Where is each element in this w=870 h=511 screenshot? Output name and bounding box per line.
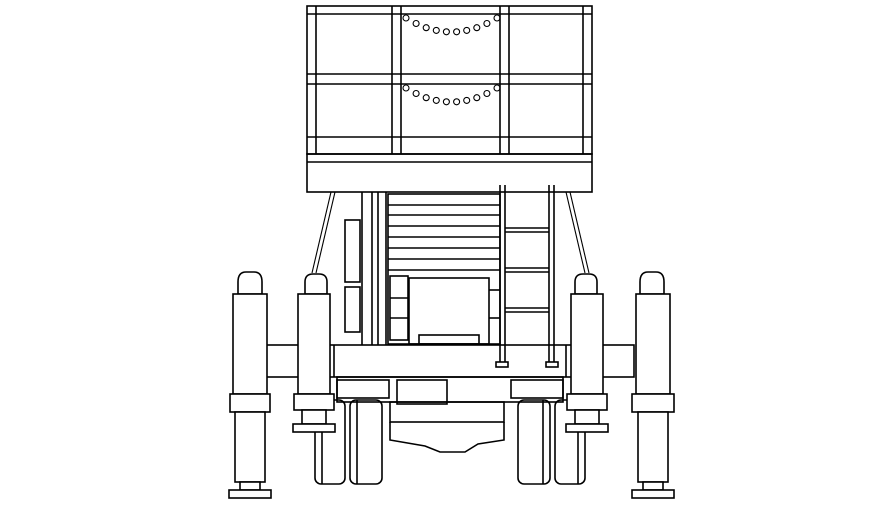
left-outer-outrigger-jack — [228, 271, 272, 499]
front-left-wheel-inner — [349, 399, 383, 485]
mast-column — [361, 192, 387, 345]
chain-link — [442, 28, 450, 36]
chain-link — [473, 24, 481, 32]
chain-link — [463, 26, 471, 34]
left-inner-outrigger-jack — [292, 273, 336, 433]
chain-link — [402, 84, 410, 92]
chain-link — [432, 96, 440, 104]
chain-link — [493, 14, 501, 22]
right-inner-outrigger-jack — [565, 273, 609, 433]
chain-link — [453, 98, 461, 106]
chain-link — [483, 19, 491, 28]
platform-deck — [306, 153, 593, 193]
chassis-frame — [336, 376, 564, 453]
control-box — [408, 277, 500, 345]
access-ladder — [495, 185, 559, 368]
stacked-scissor-plates — [387, 193, 501, 345]
chain-link — [412, 89, 420, 98]
platform-guard-rail — [306, 5, 593, 155]
chain-link — [483, 89, 491, 98]
chain-link — [402, 14, 410, 22]
chain-link — [442, 98, 450, 106]
left-side-panels — [344, 219, 409, 341]
chain-link — [422, 94, 430, 102]
lower-safety-chain — [402, 84, 501, 106]
chain-link — [463, 96, 471, 104]
chain-link — [473, 94, 481, 102]
chain-link — [493, 84, 501, 92]
support-cables — [311, 191, 590, 274]
chain-link — [422, 24, 430, 32]
upper-safety-chain — [402, 14, 501, 36]
chain-link — [432, 26, 440, 34]
chain-link — [453, 28, 461, 36]
right-outer-outrigger-jack — [631, 271, 675, 499]
front-right-wheel-inner — [517, 399, 551, 485]
chain-link — [412, 19, 420, 28]
